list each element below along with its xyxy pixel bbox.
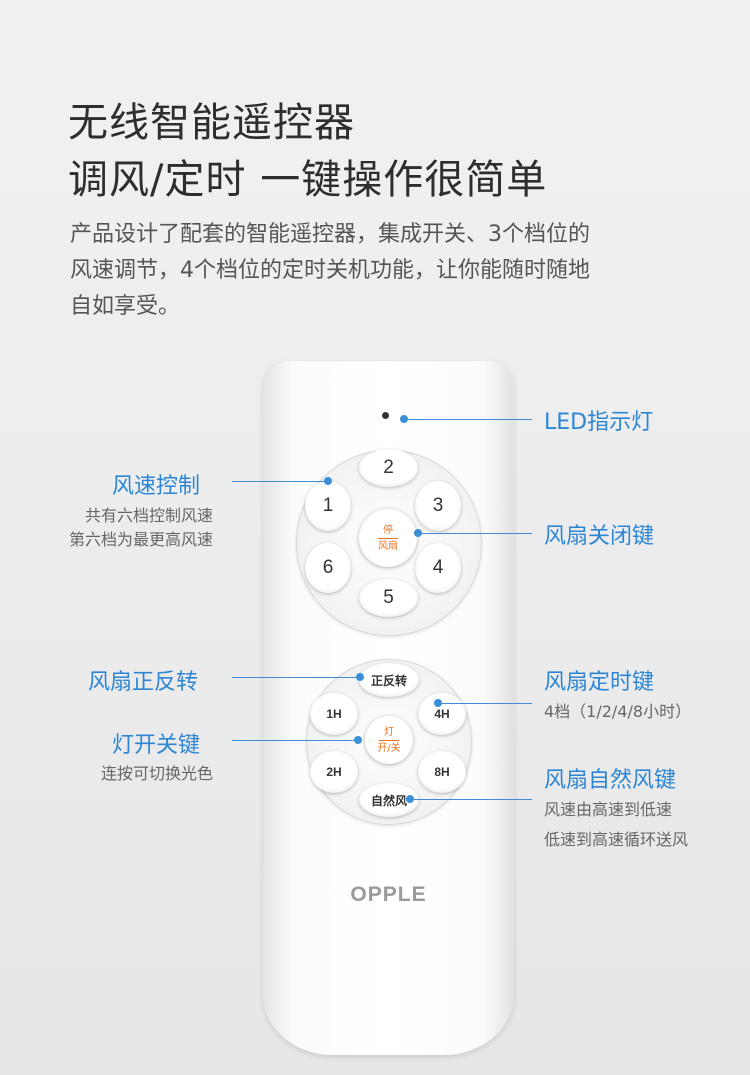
callout-dot-timer	[434, 699, 442, 707]
fan-off-label-bottom: 风扇	[378, 540, 398, 552]
description-line: 风速调节，4个档位的定时关机功能，让你能随时随地	[70, 258, 590, 283]
callout-line-led	[404, 419, 532, 420]
timer-8h-button[interactable]: 8H	[418, 751, 466, 793]
callout-line-reverse	[232, 677, 360, 678]
description: 产品设计了配套的智能遥控器，集成开关、3个档位的 风速调节，4个档位的定时关机功…	[70, 217, 710, 325]
page-title-line2: 调风/定时 一键操作很简单	[68, 157, 548, 203]
description-line: 自如享受。	[70, 294, 181, 319]
label-natural-sub2: 低速到高速循环送风	[544, 830, 689, 849]
label-timer: 风扇定时键	[544, 670, 655, 695]
fan-speed-button-1[interactable]: 1	[305, 481, 351, 531]
reverse-button[interactable]: 正反转	[359, 663, 419, 697]
description-line: 产品设计了配套的智能遥控器，集成开关、3个档位的	[70, 222, 590, 247]
divider	[379, 739, 399, 741]
timer-4h-button[interactable]: 4H	[418, 693, 466, 735]
callout-dot-reverse	[356, 673, 364, 681]
callout-dot-natural	[406, 795, 414, 803]
label-led: LED指示灯	[544, 410, 654, 435]
fan-speed-button-4[interactable]: 4	[415, 543, 461, 593]
callout-dot-light	[354, 736, 362, 744]
page-title-line1: 无线智能遥控器	[68, 100, 355, 146]
callout-line-timer	[438, 703, 532, 704]
label-light: 灯开关键	[112, 733, 201, 758]
fan-off-button[interactable]: 停 风扇	[359, 509, 417, 567]
label-natural-sub1: 风速由高速到低速	[544, 800, 673, 819]
fan-speed-button-2[interactable]: 2	[359, 449, 418, 487]
fan-speed-button-5[interactable]: 5	[359, 579, 418, 617]
light-toggle-button[interactable]: 灯 开/关	[365, 716, 413, 764]
light-label-bottom: 开/关	[377, 742, 401, 754]
divider	[378, 537, 398, 539]
callout-line-fan-off	[418, 533, 532, 534]
fan-speed-button-3[interactable]: 3	[415, 481, 461, 531]
label-light-sub: 连按可切换光色	[100, 764, 213, 783]
callout-line-natural	[410, 799, 532, 800]
label-speed-sub2: 第六档为最更高风速	[68, 530, 213, 549]
callout-line-speed	[232, 481, 328, 482]
timer-2h-button[interactable]: 2H	[310, 751, 358, 793]
callout-dot-fan-off	[414, 529, 422, 537]
callout-dot-speed	[324, 477, 332, 485]
light-label-top: 灯	[384, 726, 394, 738]
label-reverse: 风扇正反转	[88, 670, 199, 695]
brand-logo: OPPLE	[350, 883, 427, 906]
callout-line-light	[232, 740, 358, 741]
callout-dot-led	[400, 415, 408, 423]
label-natural: 风扇自然风键	[544, 768, 677, 793]
fan-speed-button-6[interactable]: 6	[305, 543, 351, 593]
led-indicator	[382, 412, 389, 419]
timer-1h-button[interactable]: 1H	[310, 693, 358, 735]
label-fan-off: 风扇关闭键	[544, 524, 655, 549]
label-timer-sub: 4档（1/2/4/8小时）	[544, 702, 692, 721]
fan-off-label-top: 停	[383, 524, 393, 536]
label-speed: 风速控制	[112, 474, 201, 499]
label-speed-sub1: 共有六档控制风速	[84, 506, 213, 525]
remote-control: 2 3 4 5 6 1 停 风扇 正反转 1H 4H 2H 8H 自然风 灯 开…	[263, 361, 514, 1055]
